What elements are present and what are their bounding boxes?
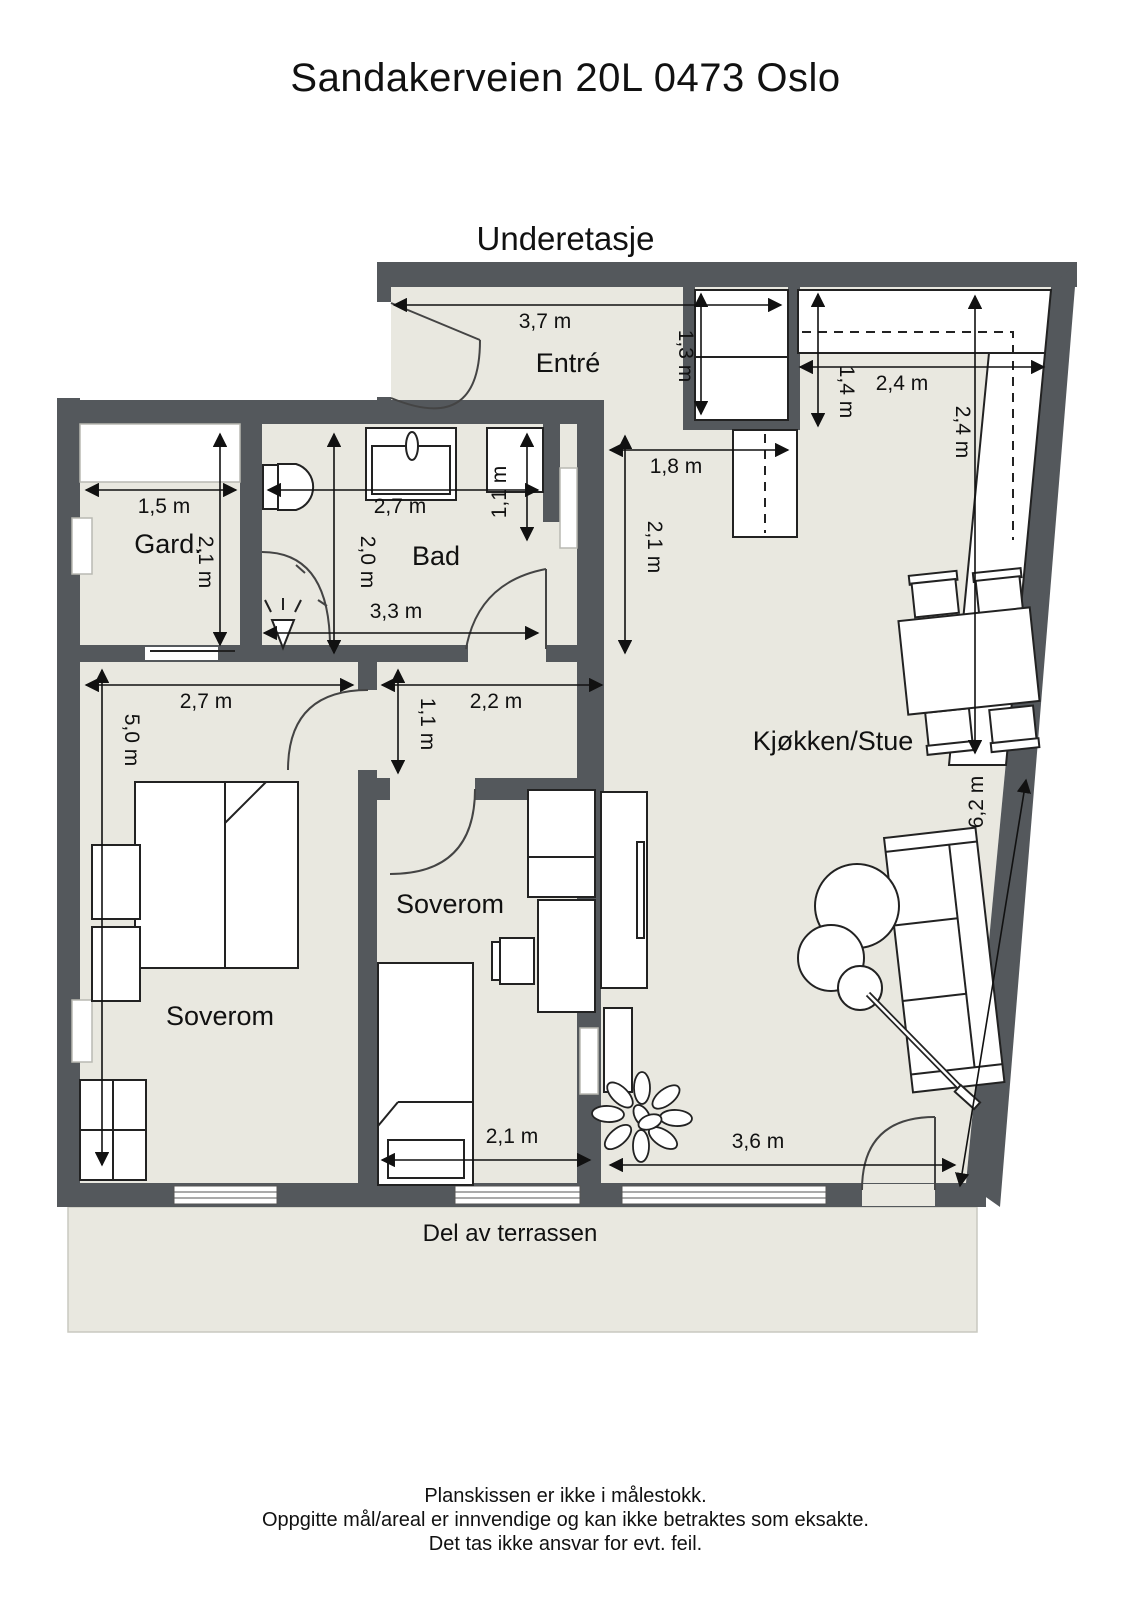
- hall-niche: [559, 467, 578, 549]
- floor-label: Underetasje: [476, 220, 655, 257]
- dim-kitchen-depth: 1,4 m: [810, 292, 858, 428]
- svg-text:2,2 m: 2,2 m: [470, 690, 523, 713]
- svg-text:2,4 m: 2,4 m: [951, 406, 974, 459]
- windows: [173, 1185, 827, 1205]
- dim-kitchen-width: 2,4 m: [798, 359, 1046, 395]
- dim-gard-width: 1,5 m: [84, 482, 238, 518]
- room-label-bedroom-large: Soverom: [166, 1001, 274, 1031]
- room-label-kitchen-living: Kjøkken/Stue: [753, 726, 914, 756]
- plant: [591, 1071, 693, 1163]
- dim-hall-depth: 2,1 m: [617, 434, 666, 655]
- disclaimer: Planskissen er ikke i målestokk. Oppgitt…: [0, 1484, 1131, 1556]
- room-label-gard: Gard.: [134, 529, 202, 559]
- page-title: Sandakerveien 20L 0473 Oslo: [290, 56, 841, 100]
- dim-bad-cabinet: 1,1 m: [488, 432, 535, 542]
- toilet: [262, 463, 315, 511]
- dim-bedroom-large-depth: 5,0 m: [94, 668, 143, 1167]
- svg-text:2,4 m: 2,4 m: [876, 372, 929, 395]
- dim-corridor2-width: 2,2 m: [380, 677, 604, 713]
- svg-text:3,3 m: 3,3 m: [370, 600, 423, 623]
- nightstand-1: [91, 844, 141, 920]
- disclaimer-line-3: Det tas ikke ansvar for evt. feil.: [428, 1533, 703, 1555]
- dim-bad-width: 3,3 m: [262, 600, 540, 641]
- tv: [636, 841, 645, 939]
- dim-corridor-width: 2,7 m: [84, 677, 355, 713]
- svg-text:2,1 m: 2,1 m: [486, 1125, 539, 1148]
- nightstand-2: [91, 926, 141, 1002]
- dim-entre-width: 3,7 m: [392, 297, 783, 333]
- dim-bad-depth: 2,0 m: [326, 432, 379, 655]
- terrace-label: Del av terrassen: [423, 1220, 598, 1247]
- dim-hall-cabinet: 1,8 m: [608, 442, 790, 478]
- svg-text:3,7 m: 3,7 m: [519, 310, 572, 333]
- svg-text:1,1 m: 1,1 m: [488, 466, 511, 519]
- dim-bad-width-top: 2,7 m: [266, 482, 540, 518]
- dim-gard-depth: 2,1 m: [194, 432, 228, 647]
- disclaimer-line-2: Oppgitte mål/areal er innvendige og kan …: [262, 1509, 869, 1531]
- kitchen-upper-cabinets: [802, 331, 1014, 540]
- entre-wardrobe: [694, 289, 789, 421]
- double-bed: [134, 781, 299, 969]
- living-shelf: [603, 1007, 633, 1093]
- svg-text:2,7 m: 2,7 m: [374, 495, 427, 518]
- svg-text:1,8 m: 1,8 m: [650, 455, 703, 478]
- svg-text:1,3 m: 1,3 m: [674, 330, 697, 383]
- svg-text:5,0 m: 5,0 m: [120, 714, 143, 767]
- svg-text:2,1 m: 2,1 m: [194, 536, 217, 589]
- svg-text:1,4 m: 1,4 m: [835, 366, 858, 419]
- coffee-tables: [797, 863, 900, 1011]
- desk: [491, 899, 596, 1013]
- dining-table: [897, 606, 1041, 716]
- tv-bench: [600, 791, 648, 989]
- terrace: Del av terrassen: [67, 1206, 978, 1333]
- hall-cabinet: [732, 429, 798, 538]
- svg-text:1,5 m: 1,5 m: [138, 495, 191, 518]
- dim-living-length: 6,2 m: [954, 776, 1032, 1188]
- bedroom-small-door-arc: [389, 788, 476, 875]
- bedroom-small-wardrobe: [527, 789, 596, 898]
- entry-door-arc: [390, 339, 481, 410]
- disclaimer-line-1: Planskissen er ikke i målestokk.: [424, 1485, 707, 1507]
- wall-niche-top: [71, 517, 93, 575]
- single-bed: [377, 962, 474, 1186]
- wall-niche-bottom: [71, 999, 93, 1063]
- room-label-entre: Entré: [536, 348, 601, 378]
- svg-text:2,1 m: 2,1 m: [643, 521, 666, 574]
- svg-text:2,7 m: 2,7 m: [180, 690, 233, 713]
- svg-text:3,6 m: 3,6 m: [732, 1130, 785, 1153]
- svg-text:6,2 m: 6,2 m: [965, 776, 988, 829]
- living-wall-niche: [579, 1027, 599, 1095]
- dresser: [79, 1079, 147, 1181]
- terrace-door-arc: [861, 1116, 936, 1191]
- gard-closet: [79, 423, 241, 483]
- dimensions: 3,7 m 1,3 m 2,4 m 1,4 m 2,4 m 1,8 m 2,1 …: [84, 292, 1046, 1188]
- dim-bedroom-small-width: 2,1 m: [380, 1125, 592, 1168]
- svg-text:1,1 m: 1,1 m: [416, 698, 439, 751]
- room-label-bad: Bad: [412, 541, 460, 571]
- room-label-bedroom-small: Soverom: [396, 889, 504, 919]
- dim-kitchen-counter: 2,4 m: [951, 294, 983, 755]
- dim-living-width: 3,6 m: [608, 1130, 957, 1173]
- svg-text:2,0 m: 2,0 m: [356, 536, 379, 589]
- dim-entre-depth: 1,3 m: [674, 292, 709, 416]
